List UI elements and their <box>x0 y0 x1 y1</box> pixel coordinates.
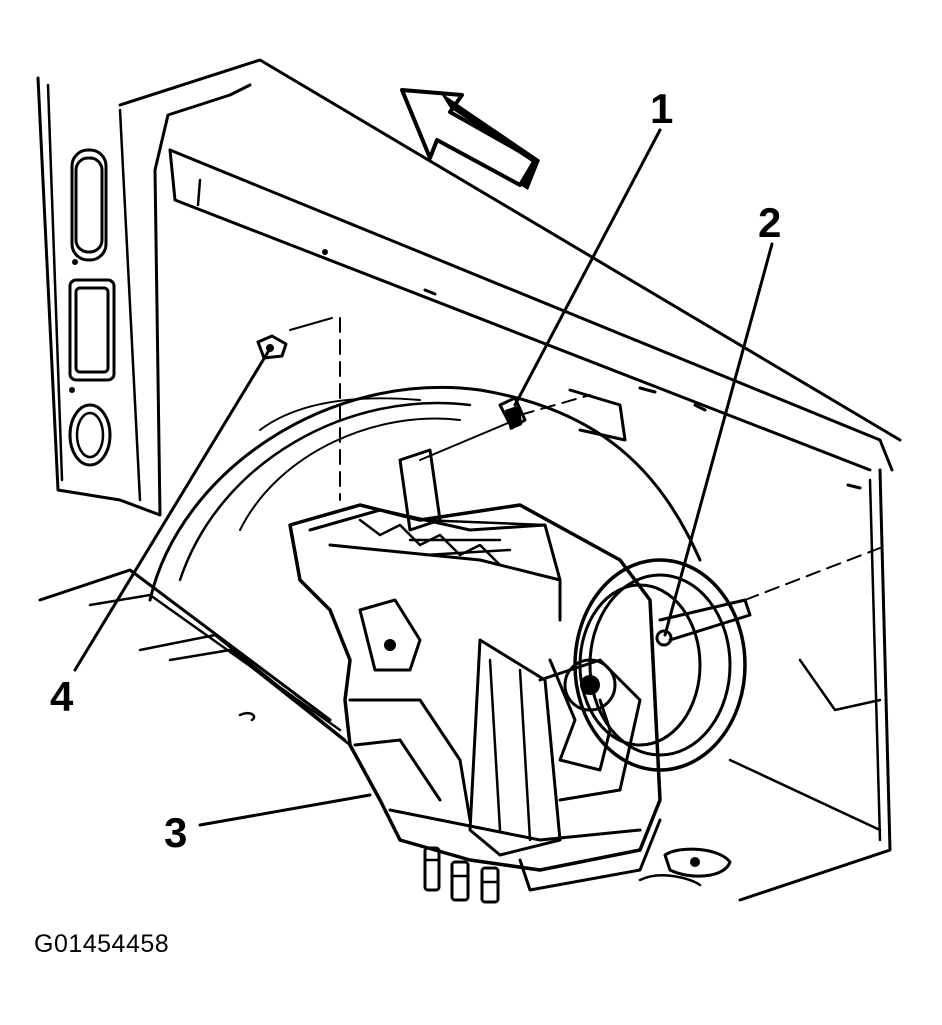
blower-module-assembly <box>288 448 662 892</box>
body-rail <box>118 58 902 490</box>
install-guide-lines <box>289 317 881 601</box>
wheel-house <box>148 385 702 602</box>
callout-4: 4 <box>50 673 74 720</box>
callout-2: 2 <box>758 199 782 246</box>
body-panel <box>728 468 892 902</box>
leader-lines <box>73 128 774 827</box>
fastener-1-clip <box>498 396 527 430</box>
drain-grommet <box>663 847 732 878</box>
direction-arrow <box>400 88 540 190</box>
floor-pan <box>38 568 702 887</box>
blower-motor <box>548 558 752 772</box>
fastener-4-nut <box>256 334 288 360</box>
callout-1: 1 <box>650 85 674 132</box>
callout-3: 3 <box>164 809 188 856</box>
body-pillar <box>36 76 252 517</box>
figure-code: G01454458 <box>34 930 170 958</box>
module-pipes <box>423 846 500 904</box>
